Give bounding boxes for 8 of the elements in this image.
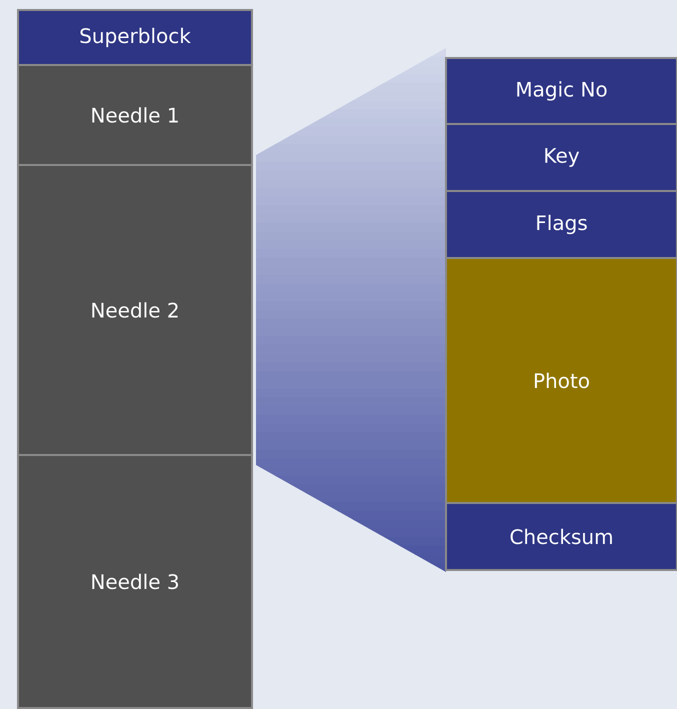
needle-block: Needle 3 [17, 454, 253, 709]
field-block: Checksum [445, 502, 677, 571]
needle-block: Needle 1 [17, 64, 253, 166]
field-block: Magic No [445, 57, 677, 125]
field-block: Key [445, 123, 677, 192]
field-block: Flags [445, 190, 677, 259]
header-block: Superblock [17, 9, 253, 66]
photo-block: Photo [445, 257, 677, 504]
